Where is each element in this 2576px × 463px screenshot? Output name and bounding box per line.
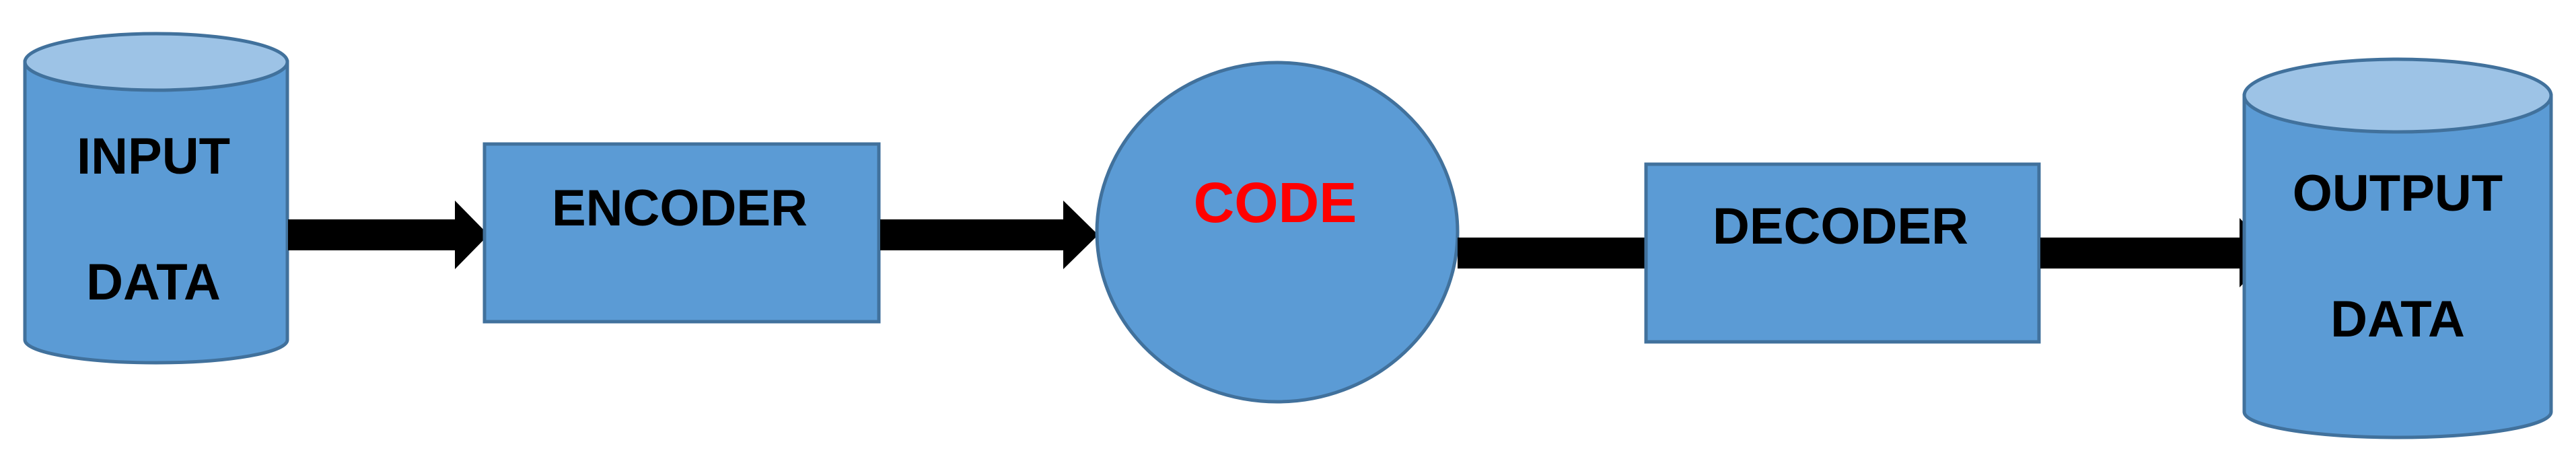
decoder-label: DECODER [1713, 198, 1968, 255]
output-data-cylinder: OUTPUT DATA [2242, 57, 2553, 439]
output-label-line1: OUTPUT [2293, 165, 2503, 222]
code-label: CODE [1194, 171, 1357, 234]
arrow-input-to-encoder [288, 201, 489, 269]
input-label-line2: DATA [86, 254, 221, 311]
encoder-label: ENCODER [552, 180, 808, 237]
input-label-line1: INPUT [77, 128, 230, 185]
decoder-box: DECODER [1644, 162, 2041, 344]
input-data-cylinder: INPUT DATA [23, 32, 289, 365]
code-circle: CODE [1095, 61, 1460, 404]
output-label-line2: DATA [2330, 291, 2465, 348]
encoder-box: ENCODER [482, 142, 881, 324]
arrow-encoder-to-code [880, 201, 1098, 269]
arrow-decoder-to-output [2040, 218, 2273, 287]
